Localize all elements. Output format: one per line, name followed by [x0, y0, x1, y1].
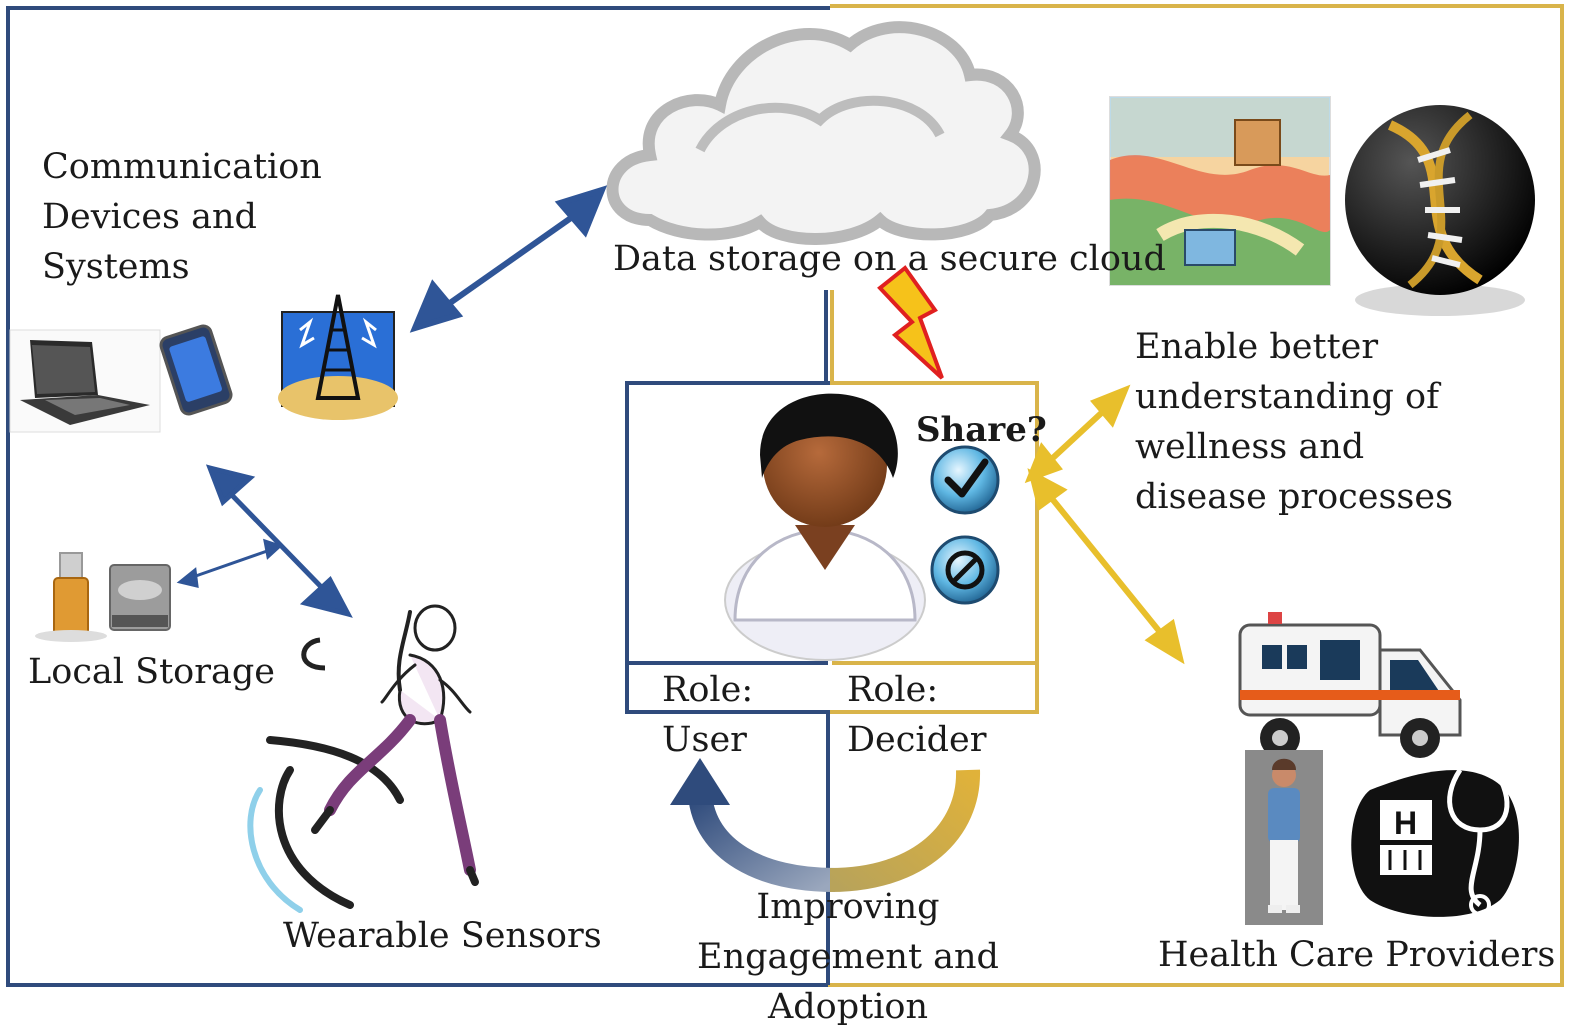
- engagement-arrow-right: [829, 769, 981, 892]
- check-button[interactable]: [930, 445, 1000, 515]
- lightning-icon: [877, 265, 944, 380]
- wearable-label: Wearable Sensors: [283, 916, 602, 956]
- local-storage-arrow: [176, 538, 283, 588]
- nurse-photo: [1245, 750, 1323, 925]
- wellness-artwork: [1109, 96, 1331, 286]
- phone-icon: [159, 324, 233, 416]
- runner-icon: [247, 604, 479, 913]
- comm-wearable-arrow: [205, 464, 353, 618]
- local-storage-label: Local Storage: [28, 652, 275, 692]
- engagement-arrow-left: [688, 793, 836, 892]
- laptop-icon: [9, 329, 161, 433]
- diagram-canvas: H: [6, 4, 1564, 987]
- right-frame: [828, 4, 1564, 987]
- user-box-gold: [830, 381, 1039, 714]
- role-decider-label-1: Role:: [847, 670, 939, 710]
- enable-arrow: [1024, 384, 1131, 484]
- cloud-label: Data storage on a secure cloud: [613, 239, 1166, 279]
- hospital-stethoscope-icon: H: [1351, 768, 1519, 917]
- user-box-blue: [625, 381, 830, 714]
- role-user-label-2: User: [662, 720, 747, 760]
- ambulance-icon: [1238, 612, 1462, 758]
- providers-arrow: [1027, 468, 1185, 665]
- share-label: Share?: [916, 410, 1047, 450]
- tower-icon: [278, 294, 398, 420]
- decline-button[interactable]: [930, 535, 1000, 605]
- left-frame: [6, 6, 830, 987]
- hard-drive-icon: [109, 564, 171, 631]
- cord-arc: [301, 637, 326, 671]
- enable-label: Enable better understanding of wellness …: [1135, 327, 1454, 517]
- communication-label: Communication Devices and Systems: [42, 147, 322, 287]
- cloud-icon: [606, 21, 1041, 245]
- engagement-arrowhead-left: [670, 758, 730, 805]
- role-user-label-1: Role:: [662, 670, 754, 710]
- providers-label: Health Care Providers: [1158, 935, 1556, 975]
- svg-text:H: H: [1394, 805, 1417, 841]
- dna-sphere-icon: [1345, 105, 1535, 316]
- person-icon: [724, 393, 926, 661]
- role-decider-label-2: Decider: [847, 720, 987, 760]
- cloud-comm-arrow: [409, 185, 608, 333]
- engagement-label: Improving Engagement and Adoption: [697, 887, 999, 1027]
- usb-drive-icon: [35, 552, 107, 642]
